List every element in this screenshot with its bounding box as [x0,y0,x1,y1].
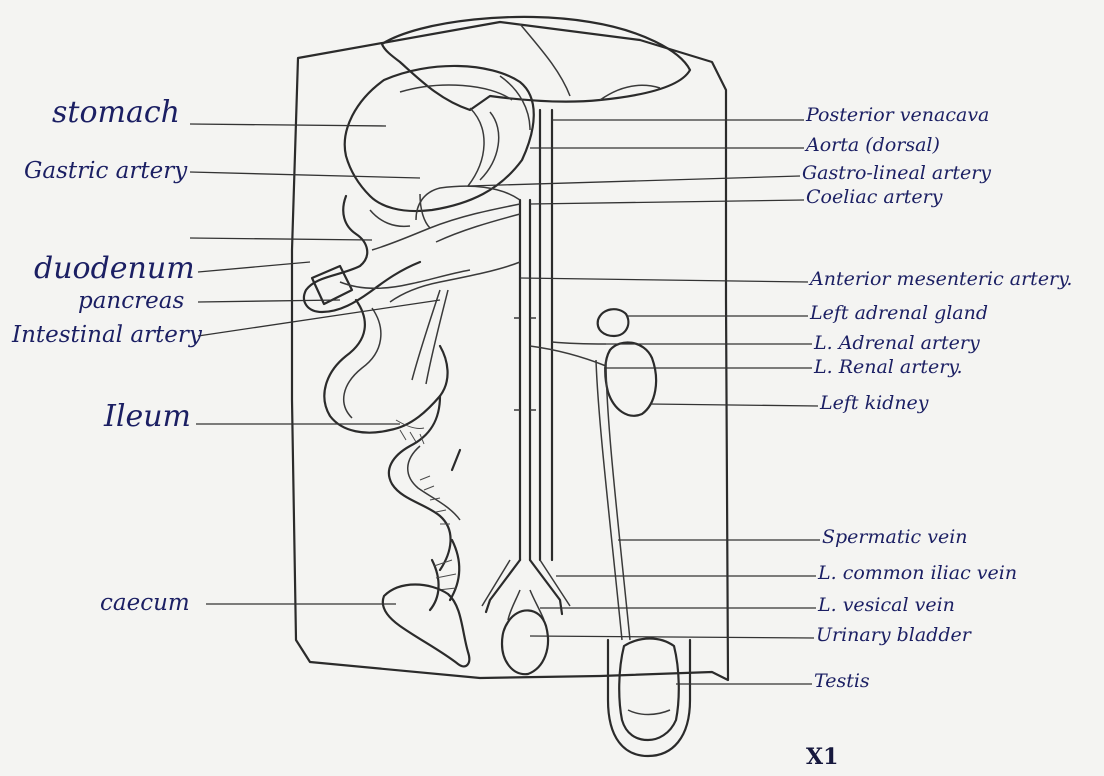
label-left-kidney: Left kidney [820,394,929,413]
label-gastro-lineal-artery: Gastro-lineal artery [802,164,991,183]
magnification-label: X1 [806,746,838,768]
label-posterior-venacava: Posterior venacava [806,106,989,125]
label-aorta: Aorta (dorsal) [806,136,940,155]
caecum-outline [383,585,469,667]
label-intestinal-artery: Intestinal artery [12,324,202,347]
label-pancreas: pancreas [78,290,184,313]
label-gastric-artery: Gastric artery [24,160,187,183]
label-l-common-iliac-vein: L. common iliac vein [818,564,1017,583]
urinary-bladder [502,610,548,674]
label-l-adrenal-artery: L. Adrenal artery [814,334,980,353]
anterior-mesenteric-artery [390,262,520,302]
label-stomach: stomach [52,98,180,128]
label-l-vesical-vein: L. vesical vein [818,596,955,615]
coeliac-artery [372,204,520,250]
label-testis: Testis [814,672,870,691]
left-kidney [605,342,656,415]
stomach-outline [345,66,534,211]
label-left-adrenal-gland: Left adrenal gland [810,304,988,323]
left-adrenal-gland [598,309,629,336]
label-ileum: Ileum [104,402,191,432]
label-anterior-mesenteric-artery: Anterior mesenteric artery. [810,270,1072,289]
label-urinary-bladder: Urinary bladder [816,626,971,645]
liver-outline [382,17,690,110]
label-spermatic-vein: Spermatic vein [822,528,968,547]
label-coeliac-artery: Coeliac artery [806,188,943,207]
l-renal-artery [530,346,606,366]
body-outline [292,22,728,680]
label-duodenum: duodenum [34,254,195,284]
label-l-renal-artery: L. Renal artery. [814,358,963,377]
label-caecum: caecum [100,592,190,615]
